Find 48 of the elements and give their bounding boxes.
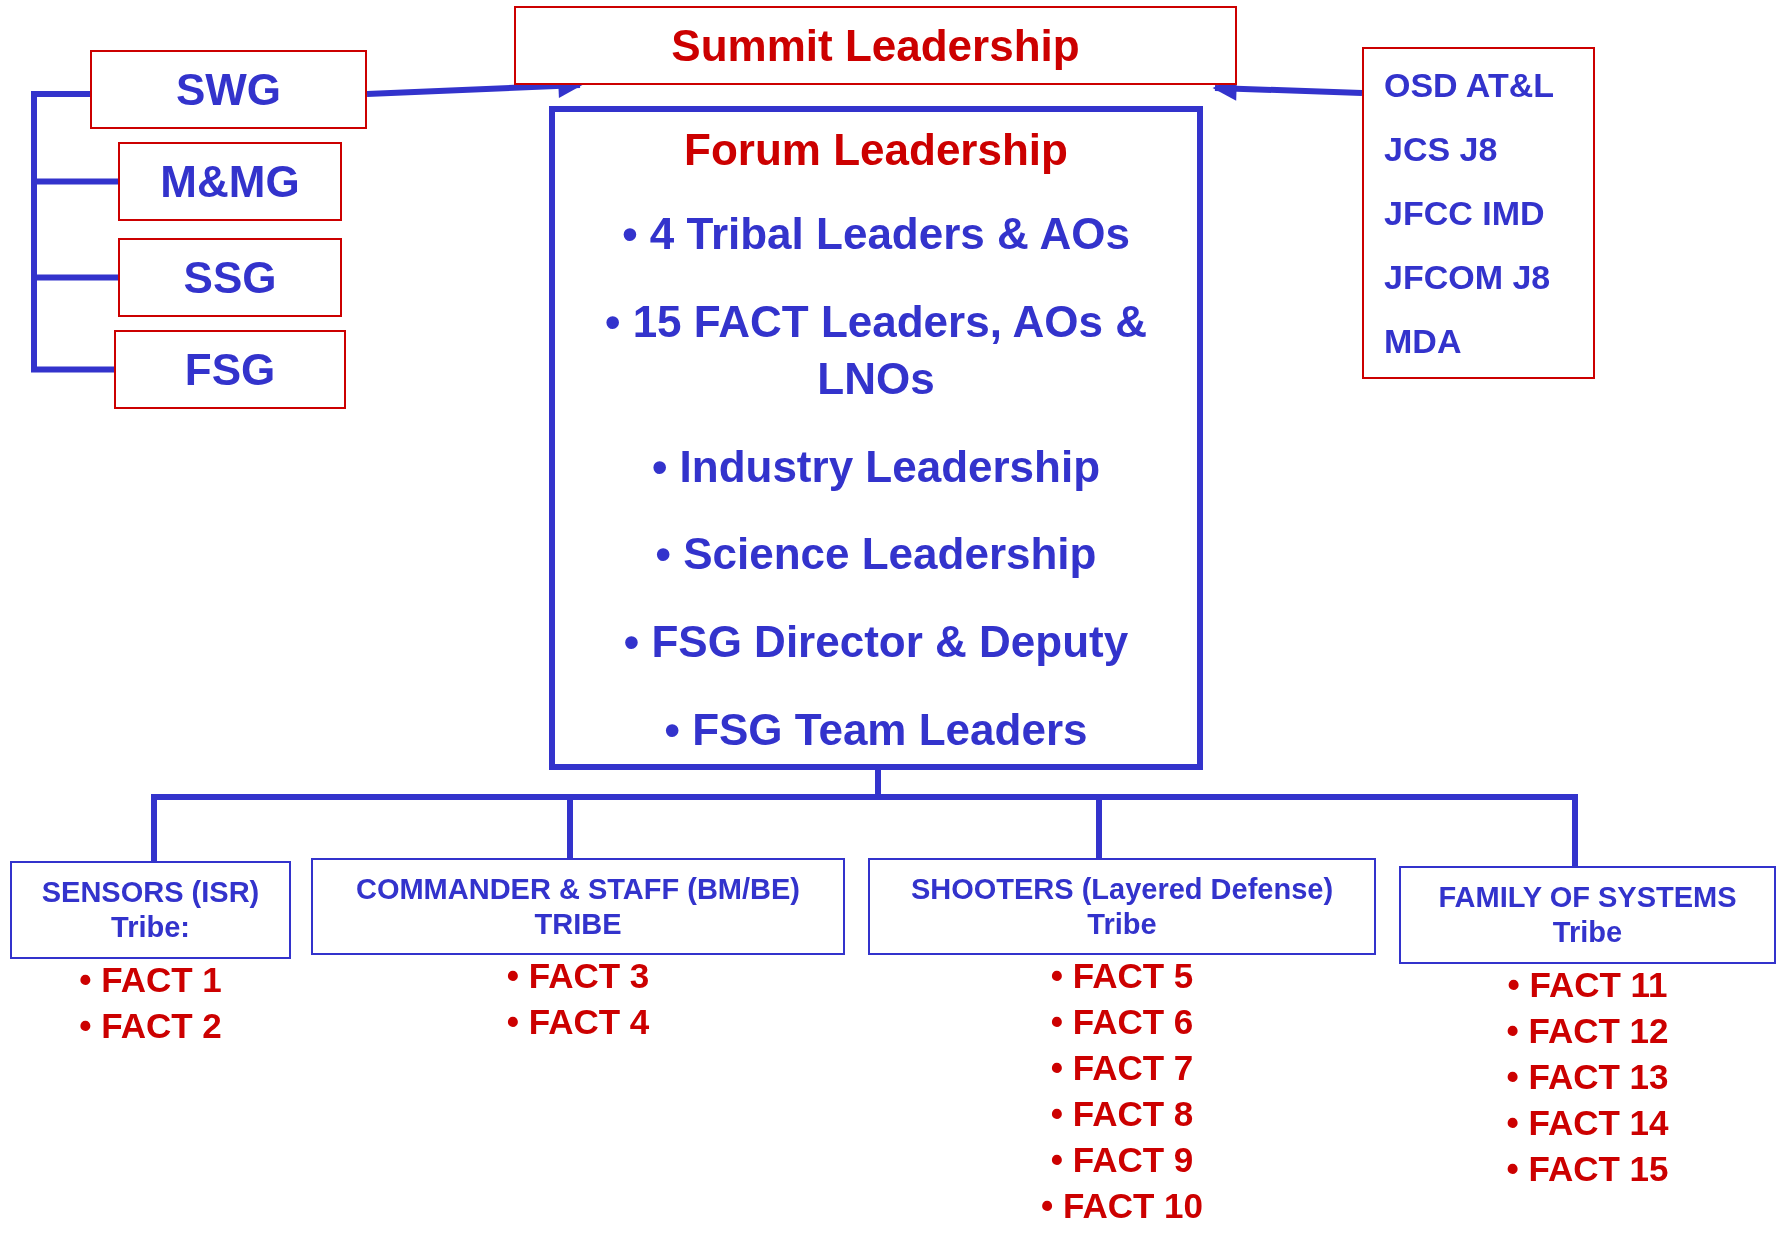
fact-item: • FACT 4 [506, 1001, 650, 1043]
group-label: M&MG [160, 159, 300, 204]
tribe-label: COMMANDER & STAFF (BM/BE) TRIBE [354, 871, 802, 942]
box-title: Summit Leadership [671, 23, 1080, 68]
organization-label: OSD AT&L [1384, 68, 1555, 102]
bullet-item: • FSG Director & Deputy [623, 616, 1129, 669]
box-title: Forum Leadership [684, 126, 1068, 175]
fact-item: • FACT 1 [79, 959, 222, 1001]
group-label: SSG [183, 255, 277, 300]
tribe-label: FAMILY OF SYSTEMS Tribe [1437, 880, 1738, 950]
group-box [90, 50, 367, 129]
fact-item: • FACT 2 [79, 1005, 222, 1047]
leadership-box [514, 6, 1237, 85]
fact-item: • FACT 6 [1050, 1001, 1194, 1043]
fact-item: • FACT 12 [1506, 1010, 1669, 1052]
fact-item: • FACT 7 [1050, 1047, 1194, 1089]
group-label: FSG [184, 347, 276, 392]
fact-item: • FACT 5 [1050, 955, 1194, 997]
organization-label: MDA [1384, 324, 1463, 358]
fact-item: • FACT 14 [1506, 1102, 1669, 1144]
bullet-item: • 15 FACT Leaders, AOs & LNOs [604, 295, 1148, 405]
organization-label: JFCOM J8 [1384, 260, 1552, 294]
organization-box [1362, 47, 1595, 379]
tribe-box [311, 858, 845, 955]
group-box [114, 330, 346, 409]
fact-item: • FACT 8 [1050, 1093, 1194, 1135]
organization-label: JFCC IMD [1384, 196, 1546, 230]
organization-label: JCS J8 [1384, 132, 1499, 166]
forum-box [549, 106, 1203, 770]
connector-line [31, 91, 114, 373]
fact-item: • FACT 15 [1506, 1148, 1669, 1190]
group-box [118, 238, 342, 317]
bullet-item: • Science Leadership [655, 528, 1097, 581]
group-label: SWG [175, 67, 282, 112]
fact-item: • FACT 3 [506, 955, 650, 997]
tribe-box [868, 858, 1376, 955]
fact-item: • FACT 10 [1041, 1185, 1203, 1227]
tribe-box [10, 861, 291, 959]
fact-item: • FACT 9 [1050, 1139, 1194, 1181]
bullet-item: • FSG Team Leaders [664, 703, 1088, 756]
tribe-box [1399, 866, 1776, 964]
fact-item: • FACT 11 [1507, 964, 1668, 1006]
tribe-label: SHOOTERS (Layered Defense) Tribe [909, 871, 1335, 942]
bullet-item: • Industry Leadership [651, 440, 1101, 493]
group-box [118, 142, 342, 221]
fact-item: • FACT 13 [1506, 1056, 1669, 1098]
tribe-label: SENSORS (ISR) Tribe: [40, 875, 261, 945]
bullet-item: • 4 Tribal Leaders & AOs [622, 207, 1130, 260]
